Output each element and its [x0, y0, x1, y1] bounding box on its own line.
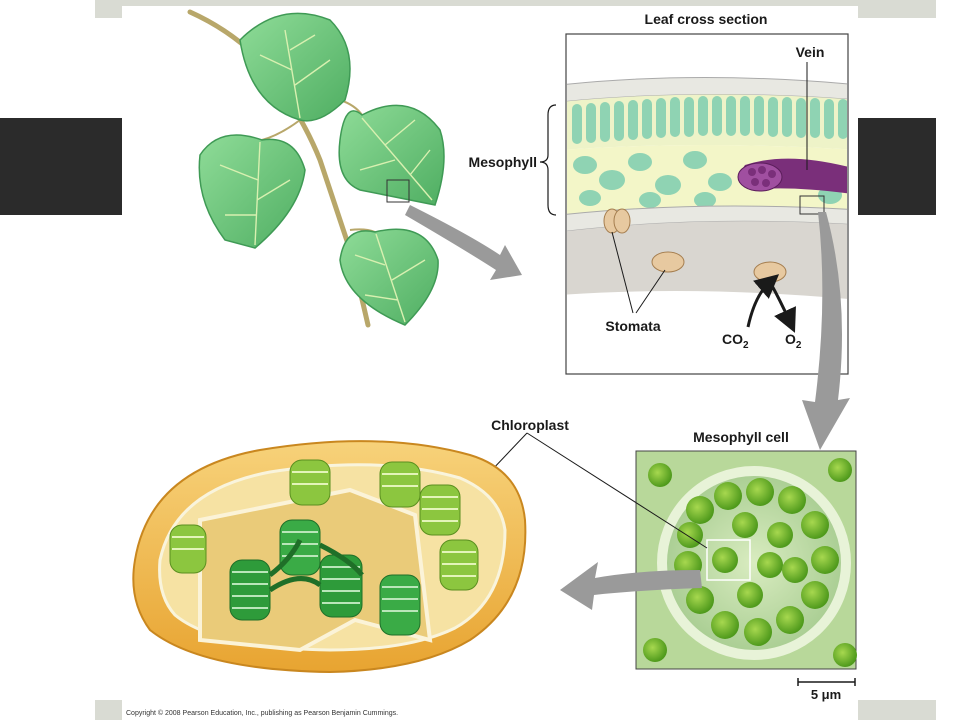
leaf	[198, 134, 306, 249]
stomata-pointer-line	[635, 269, 666, 314]
granum	[169, 524, 207, 574]
vein-label: Vein	[796, 44, 825, 60]
zoom-arrow	[405, 205, 522, 280]
leaf-zoom-box	[386, 179, 410, 203]
mesophyll-cell-micrograph	[635, 450, 857, 686]
vein-bundle	[737, 158, 847, 194]
granum	[279, 519, 321, 576]
granum	[289, 459, 331, 506]
leaf-cross-section	[539, 33, 849, 375]
co2-arrow	[746, 274, 780, 328]
palisade-cells	[572, 96, 847, 144]
leaf-vein	[359, 117, 433, 201]
chloroplast-dots	[643, 458, 857, 667]
o2-subscript: 2	[796, 340, 802, 351]
leaf	[339, 228, 439, 326]
leaf-branch-illustration	[187, 9, 445, 328]
mesophyll-label: Mesophyll	[469, 154, 537, 170]
right-dark-block	[858, 118, 936, 215]
chloroplast-pointer-line	[489, 432, 528, 473]
granum	[319, 554, 363, 618]
mesophyll-brace	[539, 104, 557, 216]
stroma-lamellae	[268, 538, 364, 593]
o2-arrow	[768, 281, 796, 333]
scale-bar-label: 5 μm	[811, 687, 841, 702]
o2-label: O2	[785, 331, 802, 351]
co2-subscript: 2	[743, 340, 749, 351]
leaf	[239, 12, 351, 122]
leaf-vein	[259, 29, 331, 119]
granum	[419, 484, 461, 536]
left-dark-block	[0, 118, 122, 215]
o2-text: O	[785, 331, 796, 347]
chloroplast-label: Chloroplast	[491, 417, 569, 433]
zoom-arrow	[802, 212, 850, 450]
leaf-vein	[219, 141, 291, 246]
co2-text: CO	[722, 331, 743, 347]
stomata-label: Stomata	[605, 318, 660, 334]
leaf-petiole	[261, 119, 301, 141]
co2-label: CO2	[722, 331, 749, 351]
leaf-vein	[354, 233, 426, 323]
cross-section-zoom-box	[799, 195, 825, 215]
granum	[229, 559, 271, 621]
copyright-notice: Copyright © 2008 Pearson Education, Inc.…	[126, 710, 399, 717]
zoom-arrow	[560, 562, 702, 610]
stomata-pointer-line	[611, 231, 634, 314]
granum	[379, 574, 421, 636]
chloroplast-pointer-line	[526, 432, 708, 549]
granum	[439, 539, 479, 591]
lower-tissue	[567, 221, 847, 299]
grana-stacks	[169, 459, 479, 636]
leaf	[338, 104, 445, 206]
granum	[379, 461, 421, 508]
chloroplast-illustration	[132, 440, 527, 674]
mesophyll-cell-label: Mesophyll cell	[693, 429, 789, 445]
micrograph-zoom-box	[706, 539, 751, 581]
leaf-cross-section-label: Leaf cross section	[645, 11, 768, 27]
